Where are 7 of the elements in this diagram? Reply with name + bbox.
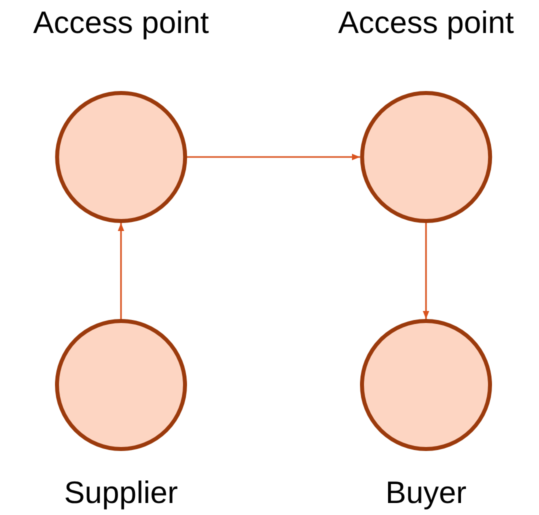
arrow: [187, 154, 360, 160]
node-label: Access point: [338, 5, 514, 41]
node-label: Buyer: [386, 475, 466, 511]
node-label: Supplier: [64, 475, 178, 511]
node-label: Access point: [33, 5, 209, 41]
arrow: [422, 223, 430, 319]
arrow: [118, 223, 124, 319]
